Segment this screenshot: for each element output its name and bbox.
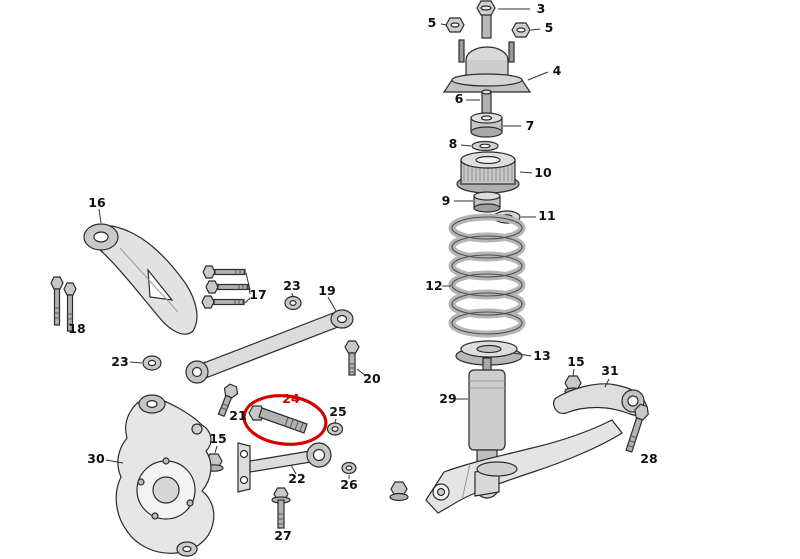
part-strut-rod [481,89,492,115]
label-16: 16 [88,195,106,210]
part-strut-mount [442,39,532,93]
label-7: 7 [526,118,535,133]
label-28: 28 [640,451,657,466]
label-3: 3 [537,1,546,16]
part-bolt-27 [271,487,291,529]
part-jounce-bushing [470,112,503,138]
label-15-left: 15 [209,431,226,446]
label-23-upper: 23 [283,278,300,293]
label-6: 6 [455,91,464,106]
label-24-highlighted: 24 [282,391,300,406]
label-31: 31 [601,363,618,378]
label-22: 22 [288,471,305,486]
highlight-circle-24 [242,394,328,446]
part-toe-link [237,442,332,493]
part-top-nut [476,0,496,39]
label-30: 30 [87,451,105,466]
label-5-left: 5 [428,15,437,30]
label-12: 12 [425,278,442,293]
part-bolt-20 [344,340,360,376]
part-nut-5-right [511,22,531,38]
part-bolt-28 [625,403,649,453]
part-nut-5-left [445,17,465,33]
part-washer-8 [471,140,499,152]
label-11: 11 [538,208,555,223]
part-washer-23-upper [284,295,302,311]
part-coil-spring [448,213,526,338]
part-washer-25 [326,422,344,436]
label-19: 19 [318,283,335,298]
part-washer-23-left [142,355,162,371]
label-15-right: 15 [567,354,584,369]
part-bolts-18 [50,276,77,332]
label-17: 17 [249,287,266,302]
label-4: 4 [553,63,562,78]
part-bolts-17 [201,265,249,309]
part-trailing-link [553,383,648,416]
part-spring-seat-upper [473,191,501,213]
label-25: 25 [329,404,346,419]
part-flange-nut [389,481,409,502]
label-21: 21 [229,408,246,423]
part-lateral-link [185,309,354,384]
part-bearing [456,151,520,194]
label-9: 9 [442,193,451,208]
part-knuckle [115,394,215,554]
label-27: 27 [274,528,291,543]
label-8: 8 [449,136,458,151]
label-20: 20 [363,371,381,386]
label-29: 29 [439,391,456,406]
label-10: 10 [534,165,552,180]
part-bushing-bottom [176,541,198,557]
part-upper-control-arm [83,223,198,335]
part-bolt-24 [248,405,308,434]
leader-lines [98,8,610,479]
part-spring-seat-lower [455,340,523,366]
label-26: 26 [340,477,358,492]
part-bolt-21 [217,383,239,418]
label-23-left: 23 [111,354,128,369]
part-washer-26 [341,461,357,475]
label-13: 13 [533,348,550,363]
label-5-right: 5 [545,20,554,35]
label-18: 18 [68,321,85,336]
part-lower-control-arm [425,419,623,514]
